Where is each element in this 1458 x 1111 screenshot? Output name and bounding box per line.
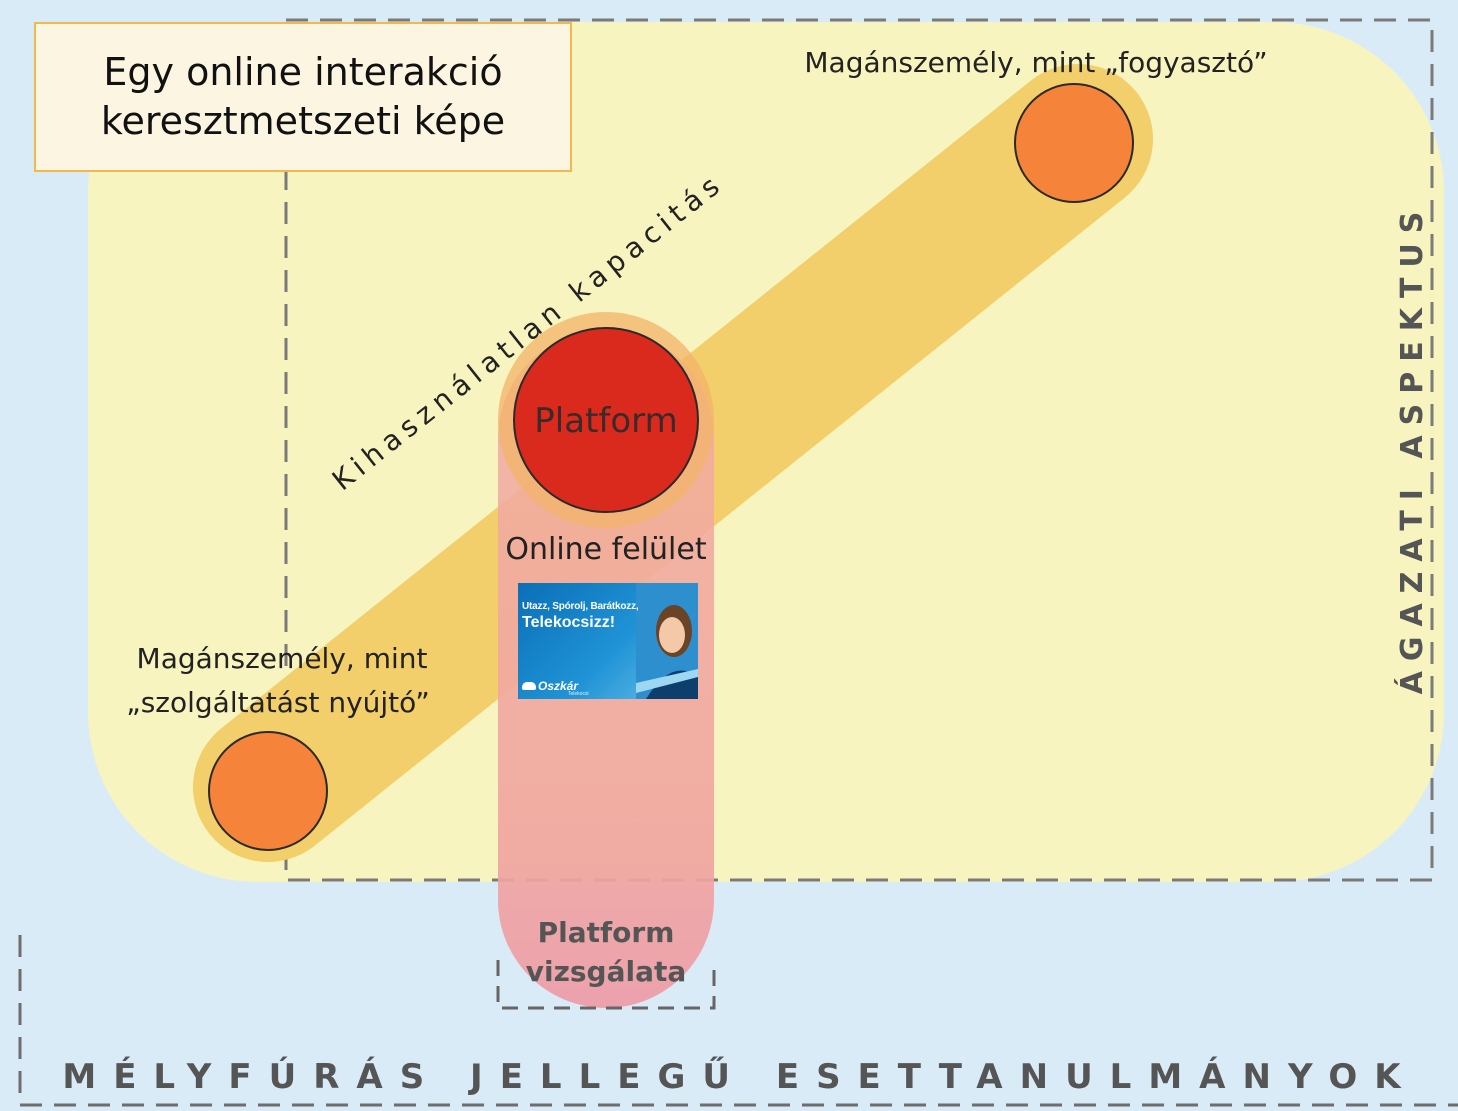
- ad-tagline: Utazz, Spórolj, Barátkozz,: [522, 601, 639, 612]
- ad-banner: Utazz, Spórolj, Barátkozz, Telekocsizz! …: [518, 583, 698, 699]
- platform-exam-line1: Platform: [538, 916, 675, 949]
- title-line-2: keresztmetszeti képe: [100, 99, 506, 143]
- consumer-circle: [1014, 83, 1134, 203]
- provider-label-line2: „szolgáltatást nyújtó”: [126, 686, 430, 719]
- sector-aspect-label: ÁGAZATI ASPEKTUS: [1394, 202, 1430, 695]
- title-line-1: Egy online interakció: [103, 50, 503, 95]
- ad-brand: Oszkár: [538, 679, 579, 693]
- platform-exam-bracket: [496, 960, 716, 1010]
- car-icon: [522, 682, 536, 690]
- platform-label: Platform: [534, 401, 677, 441]
- deep-dive-border: [18, 935, 1458, 1107]
- ad-brand-sub: Telekocsi: [568, 691, 589, 697]
- platform-circle: [513, 327, 699, 513]
- provider-label-line1: Magánszemély, mint: [137, 642, 428, 675]
- platform-exam-line2: vizsgálata: [526, 955, 687, 988]
- person-photo: [636, 583, 698, 699]
- title-box: Egy online interakció keresztmetszeti ké…: [34, 22, 572, 172]
- sector-aspect-border: [284, 18, 1434, 882]
- deep-dive-label: MÉLYFÚRÁS JELLEGŰ ESETTANULMÁNYOK: [62, 1056, 1417, 1097]
- online-label: Online felület: [505, 532, 706, 567]
- provider-circle: [208, 731, 328, 851]
- consumer-label: Magánszemély, mint „fogyasztó”: [804, 46, 1267, 79]
- ad-headline: Telekocsizz!: [522, 614, 616, 631]
